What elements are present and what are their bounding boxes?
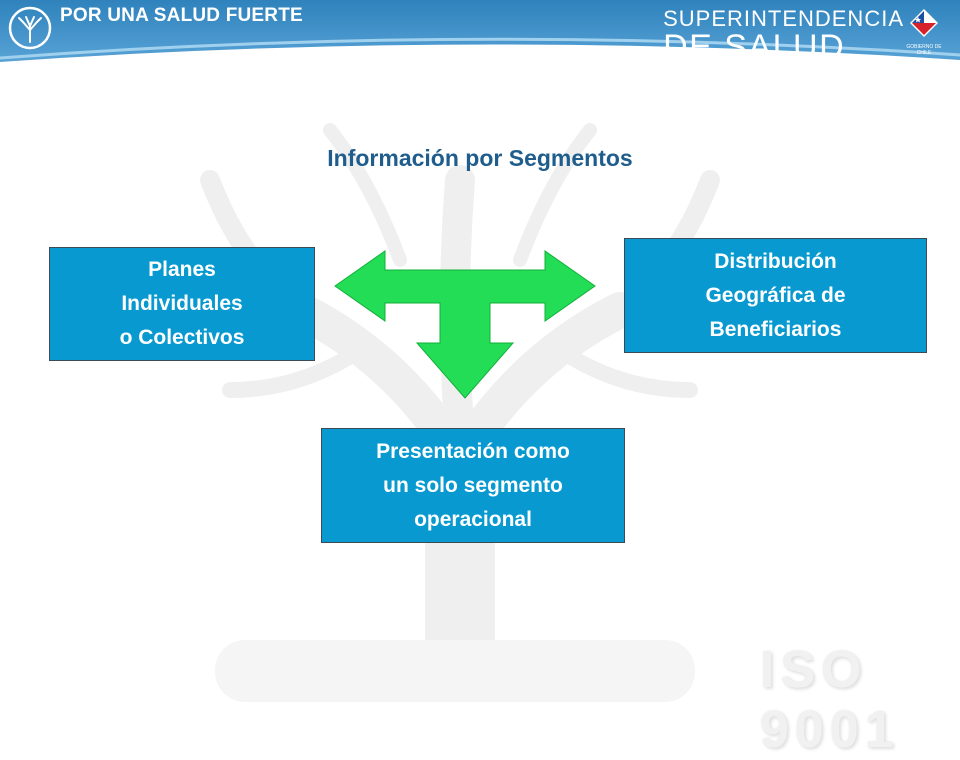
gov-chile-logo: GOBIERNO DE CHILE bbox=[904, 8, 944, 56]
gov-chile-logo-icon bbox=[910, 9, 938, 37]
slogan-text: POR UNA SALUD FUERTE bbox=[60, 5, 303, 26]
brand-line1: SUPERINTENDENCIA bbox=[663, 6, 904, 31]
header-banner: POR UNA SALUD FUERTE SUPERINTENDENCIA DE… bbox=[0, 0, 960, 90]
box-presentacion-line3: operacional bbox=[414, 507, 532, 531]
superintendencia-brand: SUPERINTENDENCIA DE SALUD bbox=[663, 6, 904, 66]
box-distribucion-line3: Beneficiarios bbox=[709, 317, 842, 341]
box-distribucion-line2: Geográfica de bbox=[705, 283, 846, 307]
box-planes-line1: Planes bbox=[148, 258, 216, 281]
footer-bar bbox=[215, 640, 695, 702]
box-presentacion: Presentación como un solo segmento opera… bbox=[321, 428, 625, 543]
gov-chile-text: GOBIERNO DE CHILE bbox=[906, 44, 942, 56]
three-way-arrow-icon bbox=[334, 250, 596, 399]
diagram-title: Información por Segmentos bbox=[327, 145, 633, 171]
box-planes-line3: o Colectivos bbox=[119, 326, 245, 349]
iso-9001-watermark: ISO 9001 bbox=[760, 641, 900, 759]
box-distribucion: Distribución Geográfica de Beneficiarios bbox=[624, 238, 927, 353]
header-curve bbox=[0, 37, 960, 90]
box-presentacion-line2: un solo segmento bbox=[383, 473, 563, 497]
box-distribucion-line1: Distribución bbox=[714, 249, 837, 273]
brand-line2: DE SALUD bbox=[663, 28, 846, 66]
tree-logo-icon bbox=[8, 6, 52, 50]
box-planes-line2: Individuales bbox=[121, 292, 243, 315]
box-planes: Planes Individuales o Colectivos bbox=[49, 247, 315, 361]
box-presentacion-line1: Presentación como bbox=[376, 439, 570, 463]
